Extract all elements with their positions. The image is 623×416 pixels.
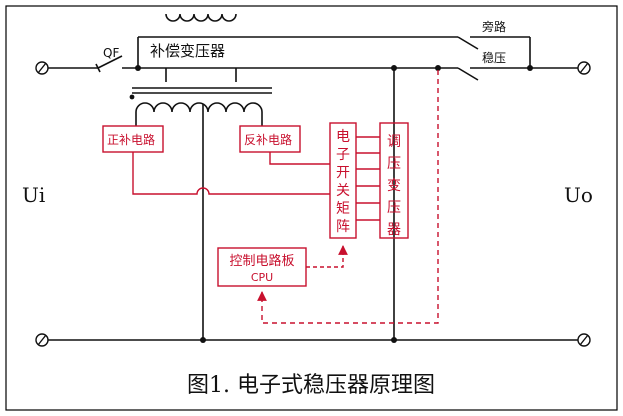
positive-comp-wire xyxy=(132,152,330,195)
bypass-switch-blade xyxy=(457,36,479,50)
regulating-transformer-char: 器 xyxy=(387,222,401,238)
negative-comp-wire xyxy=(269,152,330,165)
switch-matrix-char: 子 xyxy=(336,147,350,163)
power-wiring xyxy=(48,13,578,341)
switch-matrix-char: 关 xyxy=(336,183,350,199)
regulating-transformer-label: 调 压 变 压 器 xyxy=(387,134,401,238)
regulating-transformer-char: 调 xyxy=(387,134,401,150)
switch-matrix-char: 开 xyxy=(336,165,350,181)
terminal-out-label: Uo xyxy=(564,183,593,207)
qf-breaker-blade xyxy=(97,55,123,69)
control-wiring xyxy=(102,70,439,324)
regulate-switch-blade xyxy=(457,67,479,81)
breaker-label: QF xyxy=(103,46,119,60)
switch-matrix-char: 阵 xyxy=(336,219,350,235)
regulating-transformer-char: 压 xyxy=(387,200,401,216)
regulating-transformer-box xyxy=(379,122,409,239)
terminal-in-label: Ui xyxy=(22,183,45,207)
switch-matrix-char: 电 xyxy=(336,129,350,145)
figure-frame xyxy=(5,5,618,411)
terminals xyxy=(35,61,591,347)
control-board-cpu: CPU xyxy=(251,271,273,284)
figure-caption: 图1. 电子式稳压器原理图 xyxy=(187,373,435,398)
bypass-switch-label: 旁路 xyxy=(482,19,506,34)
feedback-line xyxy=(257,70,439,324)
control-board-label: 控制电路板 xyxy=(229,253,294,269)
switch-matrix-char: 矩 xyxy=(336,201,350,217)
switch-matrix-label: 电 子 开 关 矩 阵 xyxy=(336,129,350,235)
positive-comp-label: 正补电路 xyxy=(107,132,155,147)
regulating-transformer-char: 压 xyxy=(387,156,401,172)
qf-breaker-mark xyxy=(95,63,101,73)
comp-secondary-coil xyxy=(135,102,263,113)
regulating-transformer-char: 变 xyxy=(387,178,401,194)
comp-primary-coil xyxy=(165,13,237,22)
switch-matrix-box xyxy=(329,122,357,239)
negative-comp-label: 反补电路 xyxy=(244,132,292,147)
comp-transformer-label: 补偿变压器 xyxy=(150,42,225,60)
junction-dots xyxy=(129,65,533,343)
regulate-switch-label: 稳压 xyxy=(482,50,506,65)
control-to-matrix-arrow xyxy=(306,245,348,268)
